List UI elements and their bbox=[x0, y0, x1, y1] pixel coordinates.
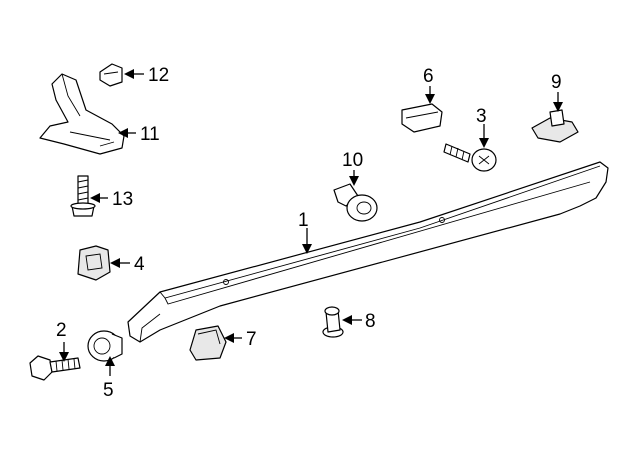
callout-8: 8 bbox=[365, 311, 376, 332]
grommet-part bbox=[87, 330, 123, 362]
screw-part bbox=[443, 143, 497, 172]
nut-clip-part bbox=[77, 245, 111, 281]
callout-13: 13 bbox=[112, 189, 133, 210]
callout-11: 11 bbox=[140, 124, 160, 145]
callout-6: 6 bbox=[423, 66, 434, 87]
bracket-part bbox=[39, 73, 125, 155]
clip-part-10 bbox=[333, 183, 378, 222]
callout-10: 10 bbox=[342, 150, 363, 171]
fastener-part-12 bbox=[99, 63, 123, 87]
callout-5: 5 bbox=[103, 380, 114, 401]
callout-9: 9 bbox=[551, 72, 562, 93]
callout-4: 4 bbox=[134, 254, 145, 275]
rocker-panel-molding bbox=[127, 161, 609, 343]
callout-2: 2 bbox=[56, 320, 67, 341]
callout-12: 12 bbox=[148, 65, 169, 86]
callout-3: 3 bbox=[476, 106, 487, 127]
retainer-cap-part bbox=[401, 103, 443, 133]
clip-part-7 bbox=[189, 325, 227, 361]
push-pin-part bbox=[322, 306, 344, 338]
clip-nut-part bbox=[531, 109, 579, 143]
leader-lines bbox=[59, 69, 563, 376]
bolt-part bbox=[29, 355, 81, 381]
callout-1: 1 bbox=[298, 210, 309, 231]
stud-bolt-part bbox=[70, 175, 96, 217]
callout-7: 7 bbox=[246, 329, 257, 350]
